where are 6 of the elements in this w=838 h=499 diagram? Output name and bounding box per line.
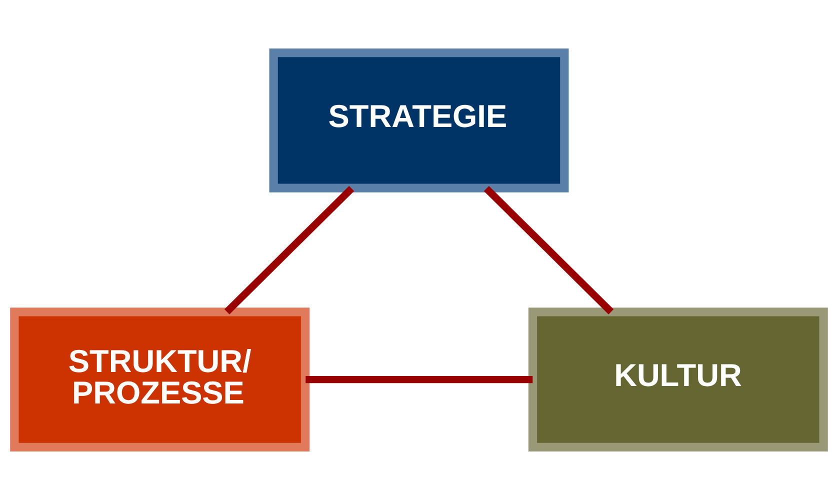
connector [306, 375, 533, 383]
connector [224, 185, 354, 314]
connector [484, 185, 614, 314]
node-box: STRATEGIE [269, 48, 569, 192]
node-box: STRUKTUR/ PROZESSE [10, 307, 310, 452]
node-box: KULTUR [528, 307, 828, 452]
